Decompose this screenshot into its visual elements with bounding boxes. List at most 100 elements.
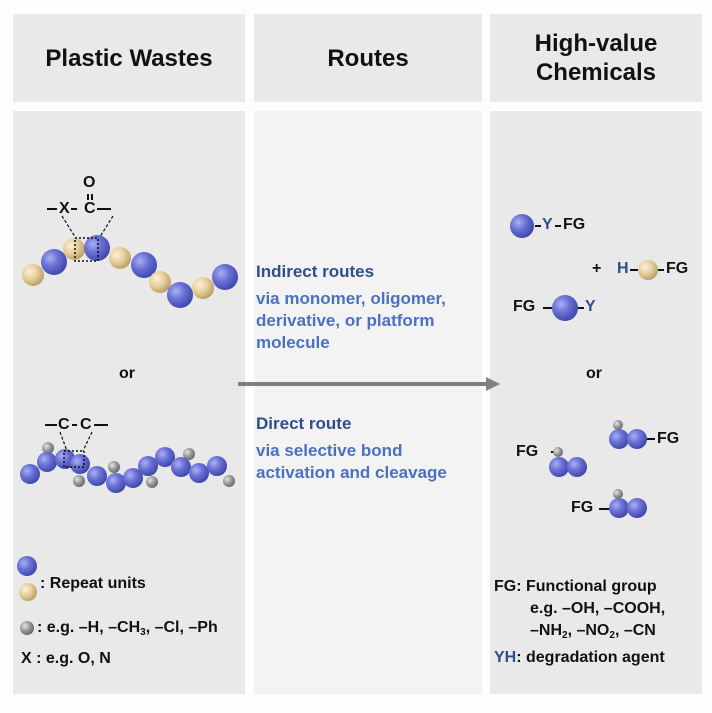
formula-carbon: C [84, 200, 96, 217]
tan-sphere [192, 277, 214, 299]
gray-sphere [146, 476, 158, 488]
legend-fg: FG: Functional group [494, 578, 657, 595]
formula-carbon-1: C [58, 416, 70, 433]
header-chemicals-line1: High-value [534, 30, 658, 57]
blue-sphere [138, 456, 158, 476]
gray-sphere [108, 461, 120, 473]
blue-sphere [207, 456, 227, 476]
product-blue-sphere [567, 457, 587, 477]
route-arrow [238, 377, 500, 391]
or-label-left: or [119, 365, 135, 382]
bond-selection-box [63, 450, 85, 468]
legend-cn: , –CN [614, 622, 656, 639]
indirect-routes-title: Indirect routes [256, 262, 375, 281]
product-blue-sphere [552, 295, 578, 321]
legend-blue-sphere-icon [17, 556, 37, 576]
blue-sphere [37, 452, 57, 472]
legend-x-label: X [21, 650, 32, 667]
blue-sphere [212, 264, 238, 290]
blue-sphere [123, 468, 143, 488]
legend-nh-sub: 2 [562, 630, 568, 641]
product-blue-sphere [510, 214, 534, 238]
routes-panel [254, 111, 482, 694]
legend-gray-sphere-icon [20, 621, 34, 635]
direct-line-2: activation and cleavage [256, 463, 447, 482]
gray-sphere [183, 448, 195, 460]
formula-heteroatom-x: X [59, 200, 70, 217]
header-plastic-wastes: Plastic Wastes [13, 14, 245, 102]
legend-no: , –NO [567, 622, 610, 639]
header-plastic-wastes-label: Plastic Wastes [45, 44, 213, 72]
header-routes: Routes [254, 14, 482, 102]
product-blue-sphere [609, 429, 629, 449]
blue-sphere [41, 249, 67, 275]
legend-substituents-prefix: : e.g. –H, –CH [37, 619, 141, 636]
legend-fg-examples-2: –NH2, –NO2, –CN [494, 620, 665, 647]
plus-sign: + [592, 260, 602, 277]
legend-substituents-suffix: , –Cl, –Ph [145, 619, 218, 636]
tan-sphere [109, 247, 131, 269]
gray-sphere [73, 475, 85, 487]
product4-fg: FG [516, 443, 539, 460]
tan-sphere [63, 238, 85, 260]
legend-yh-label: YH [494, 649, 517, 666]
blue-sphere [171, 457, 191, 477]
product-tan-sphere [638, 260, 658, 280]
legend-fg-examples-1: e.g. –OH, –COOH, [530, 600, 666, 617]
blue-sphere [155, 447, 175, 467]
legend-yh-desc: : degradation agent [516, 649, 665, 666]
product-blue-sphere [627, 498, 647, 518]
gray-sphere [42, 442, 54, 454]
tan-sphere [149, 271, 171, 293]
product1-fg: FG [563, 216, 586, 233]
header-chemicals: High-value Chemicals [490, 14, 702, 102]
legend-tan-sphere-icon [19, 583, 37, 601]
product2-h: H [617, 260, 629, 277]
product-gray-sphere [613, 489, 623, 499]
product3-y: Y [585, 298, 596, 315]
formula-oxygen: O [83, 174, 96, 191]
formula-carbon-2: C [80, 416, 92, 433]
legend-heteroatom: X : e.g. O, N [21, 650, 111, 668]
tan-sphere [22, 264, 44, 286]
blue-sphere [131, 252, 157, 278]
product1-y: Y [542, 216, 553, 233]
product6-fg: FG [571, 499, 594, 516]
right-legend: FG: Functional group e.g. –OH, –COOH, –N… [494, 576, 665, 669]
product-gray-sphere [553, 447, 563, 457]
blue-sphere [106, 473, 126, 493]
legend-no-sub: 2 [609, 630, 615, 641]
product2-fg: FG [666, 260, 689, 277]
header-chemicals-line2: Chemicals [535, 59, 657, 86]
blue-sphere [167, 282, 193, 308]
legend-repeat-units: : Repeat units [40, 575, 146, 592]
blue-sphere [84, 235, 110, 261]
direct-route-title: Direct route [256, 414, 352, 433]
direct-line-1: via selective bond [256, 441, 403, 460]
legend-substituents: : e.g. –H, –CH3, –Cl, –Ph [37, 619, 218, 638]
indirect-line-3: molecule [256, 333, 330, 352]
product3-fg: FG [513, 298, 536, 315]
blue-sphere [87, 466, 107, 486]
blue-sphere [189, 463, 209, 483]
blue-sphere [70, 454, 90, 474]
indirect-line-2: derivative, or platform [256, 311, 435, 330]
product-blue-sphere [609, 498, 629, 518]
legend-nh: –NH [530, 622, 563, 639]
header-routes-label: Routes [327, 44, 409, 72]
indirect-line-1: via monomer, oligomer, [256, 289, 446, 308]
legend-yh: YH: degradation agent [494, 647, 665, 669]
direct-route-desc: via selective bond activation and cleava… [256, 440, 447, 484]
product-blue-sphere [549, 457, 569, 477]
product5-fg: FG [657, 430, 680, 447]
or-label-right: or [586, 365, 602, 382]
legend-x-desc: : e.g. O, N [31, 650, 111, 667]
polymer-chain-carbon [20, 424, 235, 493]
gray-sphere [223, 475, 235, 487]
polymer-chain-heteroatom [22, 194, 238, 308]
indirect-routes-desc: via monomer, oligomer, derivative, or pl… [256, 288, 446, 354]
blue-sphere [20, 464, 40, 484]
chemicals-panel [490, 111, 702, 694]
legend-substituents-sub: 3 [140, 627, 146, 638]
